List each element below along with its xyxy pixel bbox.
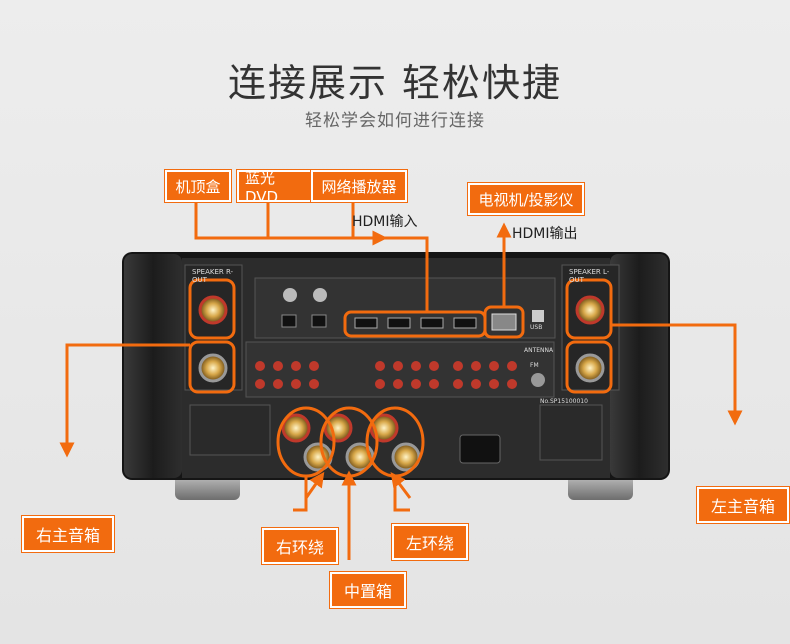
label-tv-projector: 电视机/投影仪 [468, 183, 584, 215]
power-inlet [459, 434, 501, 464]
label-set-top-box: 机顶盒 [165, 170, 231, 202]
serial-caption: No.SP15100010 [540, 398, 588, 405]
spec-label [539, 404, 603, 461]
speaker-r-terminal-top [198, 295, 228, 325]
speaker-l-caption: SPEAKER L-OUT [569, 268, 610, 284]
page-subtitle: 轻松学会如何进行连接 [305, 111, 485, 131]
antenna-caption: ANTENNA [524, 347, 554, 354]
coaxial-input [283, 288, 297, 302]
info-label [189, 404, 271, 456]
fm-caption: FM [530, 362, 539, 369]
speaker-l-terminal-bottom [575, 353, 605, 383]
label-bluray-dvd: 蓝光DVD [237, 169, 313, 206]
label-network-player: 网络播放器 [311, 170, 407, 202]
page-title: 连接展示 轻松快捷 [227, 61, 563, 105]
hdmi-output-port [491, 313, 517, 331]
hdmi-out-label: HDMI输出 [512, 226, 578, 242]
coaxial-input-2 [313, 288, 327, 302]
hdmi-input-3 [420, 317, 444, 329]
hdmi-input-2 [387, 317, 411, 329]
center-terminal-top [323, 413, 353, 443]
left-side-panel [124, 254, 182, 478]
rca-jacks [255, 361, 517, 389]
speaker-r-caption: SPEAKER R-OUT [192, 268, 234, 284]
optical-input [281, 314, 297, 328]
speaker-r-terminal-bottom [198, 353, 228, 383]
right-surround-terminal-top [281, 413, 311, 443]
label-left-main-speaker: 左主音箱 [697, 487, 789, 523]
label-left-surround: 左环绕 [392, 524, 468, 560]
label-right-surround: 右环绕 [262, 528, 338, 564]
usb-caption: USB [530, 324, 543, 331]
speaker-l-terminal-top [575, 295, 605, 325]
usb-port [532, 310, 544, 322]
hdmi-in-label: HDMI输入 [352, 214, 418, 230]
hdmi-input-4 [453, 317, 477, 329]
optical-input-2 [311, 314, 327, 328]
hdmi-input-1 [354, 317, 378, 329]
antenna-jack [531, 373, 545, 387]
label-right-main-speaker: 右主音箱 [22, 516, 114, 552]
right-side-panel [610, 254, 668, 478]
label-center: 中置箱 [330, 572, 406, 608]
